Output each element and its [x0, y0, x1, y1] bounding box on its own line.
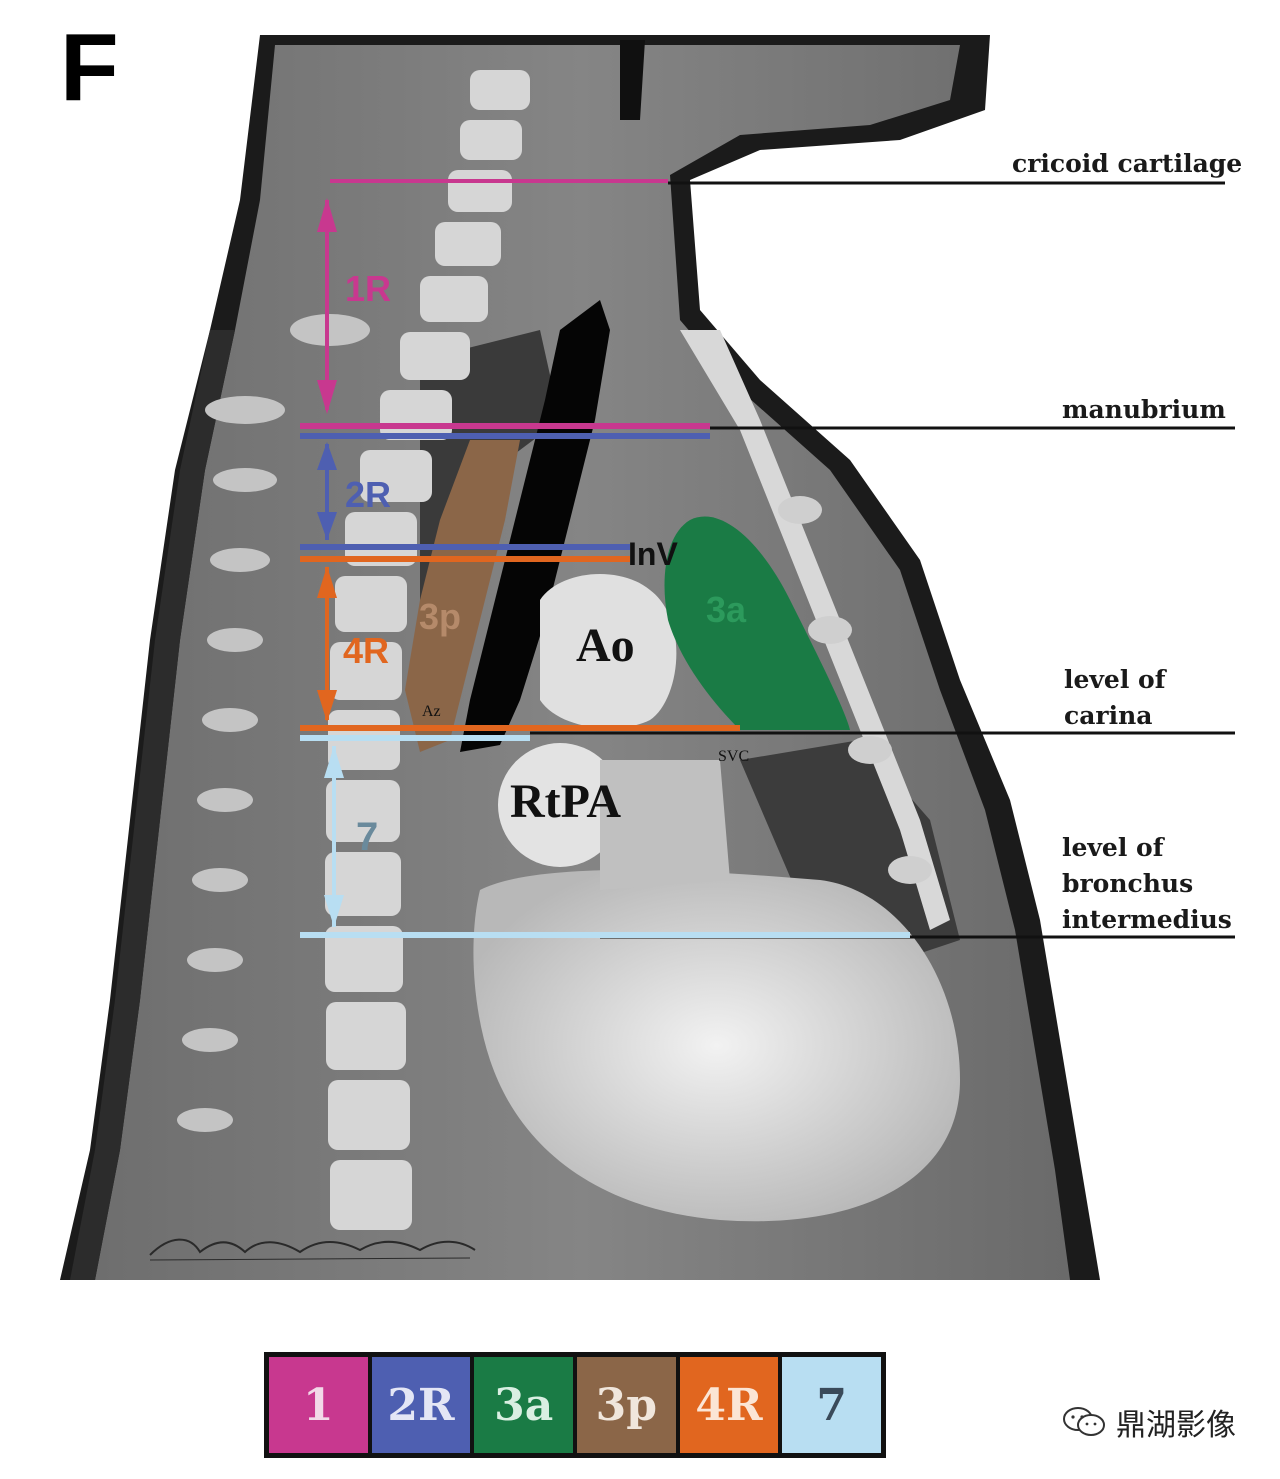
lung-region	[420, 330, 560, 640]
legend-cell-3p: 3p	[577, 1357, 676, 1453]
trachea-air	[460, 300, 610, 752]
level-label-cricoid: cricoid cartilage	[1012, 149, 1243, 178]
station-legend: 1 2R 3a 3p 4R 7	[264, 1352, 886, 1458]
station-arrows	[317, 198, 344, 927]
artist-signature	[149, 1238, 476, 1261]
chat-bubbles-icon	[1063, 1407, 1105, 1436]
aorta	[540, 573, 677, 729]
station-label-2r: 2R	[345, 474, 392, 515]
station-3p-region	[405, 440, 520, 752]
station-label-3p: 3p	[419, 596, 462, 637]
legend-cell-3a: 3a	[474, 1357, 574, 1453]
anatomy-label-ao: Ao	[576, 619, 635, 672]
station-label-3a: 3a	[706, 589, 747, 630]
legend-cell-7: 7	[782, 1357, 882, 1453]
legend-cell-4r: 4R	[679, 1357, 779, 1453]
watermark-text: 鼎湖影像	[1116, 1408, 1236, 1443]
level-label-manubrium: manubrium	[1062, 395, 1226, 424]
anatomy-label-inv: InV	[628, 536, 678, 572]
station-label-1r: 1R	[345, 268, 392, 309]
watermark: 鼎湖影像	[1062, 1400, 1236, 1444]
sternum	[680, 330, 950, 930]
rtpa-vessel	[498, 743, 622, 867]
level-label-carina: level of carina	[1064, 665, 1166, 730]
level-label-bronchus: level of bronchus intermedius	[1062, 833, 1232, 934]
legend-cell-1: 1	[269, 1357, 368, 1453]
anatomy-label-rtpa: RtPA	[510, 775, 622, 828]
legend-cell-2r: 2R	[371, 1357, 471, 1453]
heart	[473, 870, 960, 1222]
station-label-4r: 4R	[343, 630, 390, 671]
station-lines	[300, 179, 910, 938]
panel-letter: F	[60, 14, 119, 121]
anatomy-label-az: Az	[422, 703, 441, 720]
anatomy-label-svc: SVC	[718, 748, 750, 765]
ct-image	[60, 30, 1130, 1280]
station-3a-region	[664, 516, 850, 730]
station-label-7: 7	[356, 815, 379, 859]
